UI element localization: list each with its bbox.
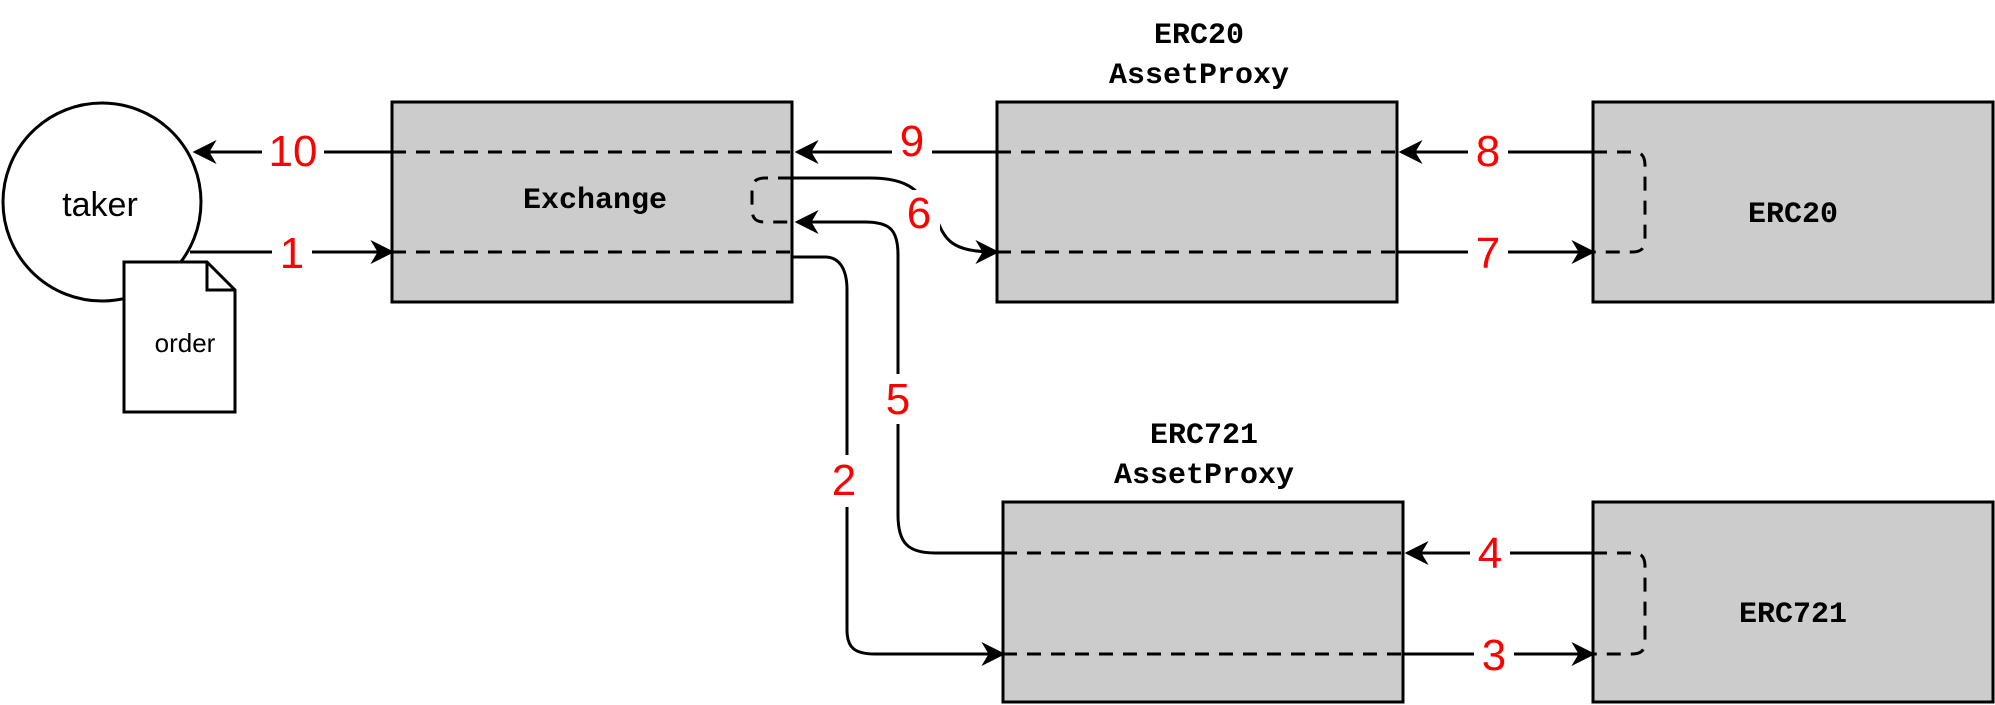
erc721-proxy-title-line2: AssetProxy [1114,459,1294,493]
order-label: order [155,328,216,358]
internal-dashed-paths [392,150,1647,656]
arrow-6 [792,176,1000,264]
arrow-5 [794,210,1003,555]
erc20-proxy-title-line1: ERC20 [1154,19,1244,53]
step-label-5: 5 [886,375,910,424]
erc721-label: ERC721 [1739,598,1847,632]
step-label-2: 2 [832,456,856,505]
taker-label: taker [62,186,138,224]
erc721-proxy-title-line1: ERC721 [1150,419,1258,453]
step-label-4: 4 [1478,529,1502,578]
step-label-1: 1 [280,229,304,278]
order-document-icon [122,260,237,414]
erc20-proxy-title-line2: AssetProxy [1109,59,1289,93]
erc20-label: ERC20 [1748,198,1838,232]
step-label-9: 9 [900,117,924,166]
erc721-asset-proxy-box [1001,500,1405,704]
step-label-6: 6 [907,189,931,238]
erc721-box [1591,500,1995,704]
step-label-7: 7 [1476,229,1500,278]
exchange-label: Exchange [523,184,667,218]
taker-circle [1,101,203,303]
step-label-10: 10 [269,127,318,176]
erc20-asset-proxy-box [995,100,1399,304]
step-label-8: 8 [1476,127,1500,176]
exchange-box [390,100,794,304]
step-label-3: 3 [1482,631,1506,680]
erc20-box [1591,100,1995,304]
step-labels: 1 2 3 4 5 6 7 8 9 10 [262,116,1514,680]
